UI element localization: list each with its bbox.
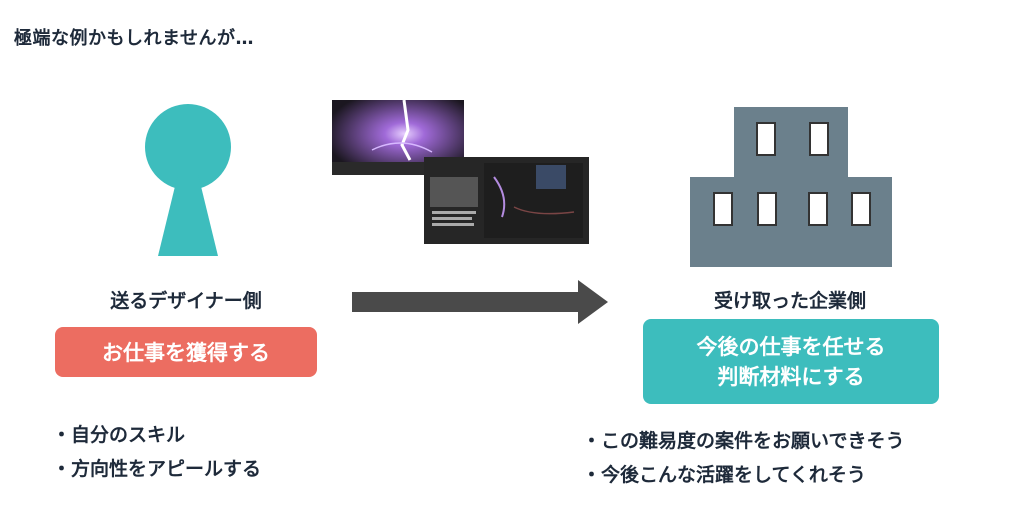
company-goal-badge: 今後の仕事を任せる 判断材料にする: [643, 319, 939, 404]
page-heading: 極端な例かもしれませんが…: [14, 28, 254, 49]
company-point: 今後こんな活躍をしてくれそう: [582, 458, 904, 492]
designer-point: 自分のスキル: [52, 418, 261, 452]
right-arrow-icon: [352, 280, 608, 324]
person-icon: [145, 104, 231, 256]
designer-points: 自分のスキル 方向性をアピールする: [52, 418, 261, 486]
company-label: 受け取った企業側: [713, 290, 866, 312]
designer-label: 送るデザイナー側: [110, 290, 262, 312]
designer-goal-text: お仕事を獲得する: [102, 341, 270, 365]
designer-point: 方向性をアピールする: [52, 452, 261, 486]
designer-goal-badge: お仕事を獲得する: [55, 327, 317, 377]
company-goal-line-1: 今後の仕事を任せる: [696, 334, 886, 359]
building-icon: [690, 107, 892, 267]
company-points: この難易度の案件をお願いできそう 今後こんな活躍をしてくれそう: [582, 424, 904, 492]
company-goal-line-2: 判断材料にする: [717, 364, 865, 389]
company-point: この難易度の案件をお願いできそう: [582, 424, 904, 458]
portfolio-image-2: [424, 157, 589, 244]
